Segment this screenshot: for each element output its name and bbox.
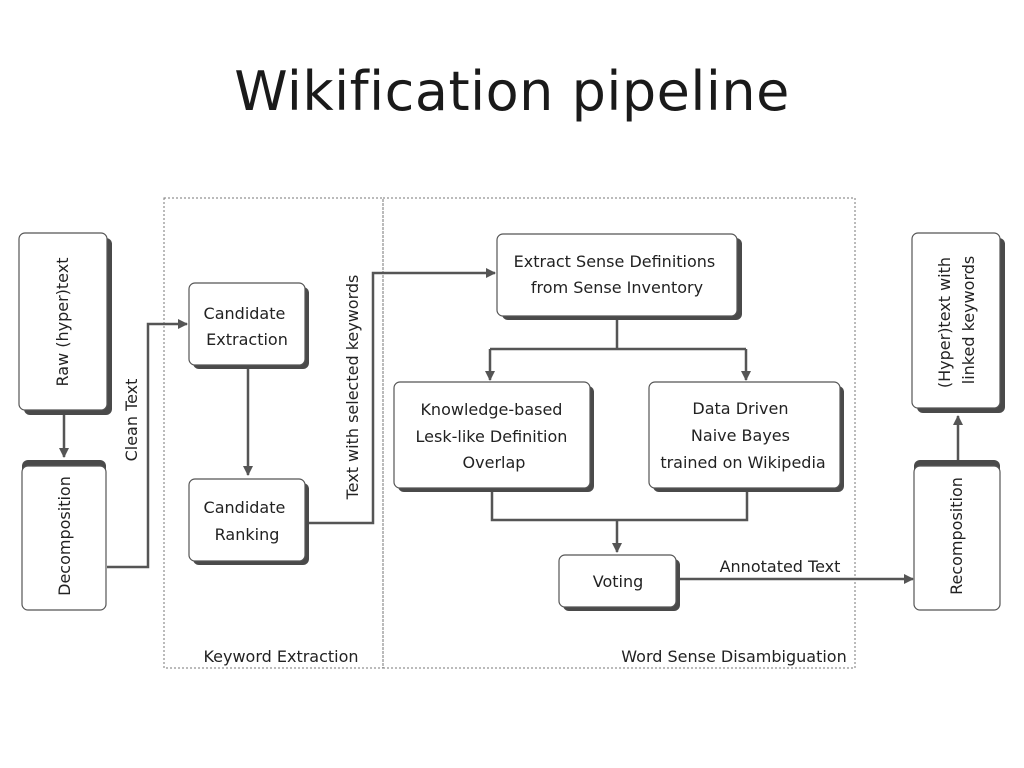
- candidate-ranking-node: Candidate Ranking: [188, 478, 309, 565]
- voting-label: Voting: [593, 572, 644, 591]
- svg-text:Extract Sense Definitions: Extract Sense Definitions from Sense Inv…: [514, 252, 721, 297]
- svg-text:Data Driven Naive Bayes: Data Driven Naive Bayes trained on Wikip…: [660, 399, 825, 472]
- raw-text-node: Raw (hyper)text: [18, 232, 112, 415]
- data-driven-line-2: Naive Bayes: [691, 426, 790, 445]
- knowledge-based-node: Knowledge-based Lesk-like Definition Ove…: [393, 381, 594, 492]
- data-driven-node: Data Driven Naive Bayes trained on Wikip…: [648, 381, 844, 492]
- edge-merge: [490, 490, 749, 552]
- keyword-extraction-label: Keyword Extraction: [203, 647, 358, 666]
- knowledge-based-line-1: Knowledge-based: [420, 400, 562, 419]
- voting-node: Voting: [558, 554, 680, 611]
- svg-text:Knowledge-based Lesk-lik: Knowledge-based Lesk-like Definition Ove…: [416, 400, 573, 472]
- candidate-ranking-line-1: Candidate: [204, 498, 286, 517]
- word-sense-disambiguation-label: Word Sense Disambiguation: [621, 647, 846, 666]
- data-driven-line-3: trained on Wikipedia: [660, 453, 825, 472]
- candidate-extraction-line-2: Extraction: [206, 330, 288, 349]
- linked-text-line-2: linked keywords: [959, 256, 978, 384]
- extract-sense-node: Extract Sense Definitions from Sense Inv…: [496, 233, 742, 320]
- data-driven-line-1: Data Driven: [692, 399, 788, 418]
- svg-text:(Hyper)text with linked: (Hyper)text with linked keywords: [935, 252, 978, 388]
- annotated-text-label: Annotated Text: [720, 557, 841, 576]
- linked-text-node: (Hyper)text with linked keywords: [911, 232, 1005, 413]
- linked-text-line-1: (Hyper)text with: [935, 257, 954, 388]
- recomposition-node: Recomposition: [913, 460, 1001, 611]
- edge-sense-split: [490, 318, 746, 351]
- knowledge-based-line-3: Overlap: [463, 453, 526, 472]
- svg-text:Candidate Extraction: Candidate Extraction: [204, 304, 291, 349]
- extract-sense-line-2: from Sense Inventory: [531, 278, 703, 297]
- page-title: Wikification pipeline: [234, 60, 790, 123]
- svg-text:Candidate Ranking: Candidate Ranking: [204, 498, 291, 544]
- candidate-extraction-line-1: Candidate: [204, 304, 286, 323]
- decomposition-label: Decomposition: [55, 476, 74, 596]
- clean-text-label: Clean Text: [122, 379, 141, 462]
- selected-keywords-label: Text with selected keywords: [343, 275, 362, 501]
- recomposition-label: Recomposition: [947, 477, 966, 595]
- knowledge-based-line-2: Lesk-like Definition: [416, 427, 568, 446]
- candidate-extraction-node: Candidate Extraction: [188, 282, 309, 369]
- decomposition-node: Decomposition: [21, 460, 107, 611]
- candidate-ranking-line-2: Ranking: [215, 525, 280, 544]
- edge-selected-keywords: [308, 268, 496, 525]
- extract-sense-line-1: Extract Sense Definitions: [514, 252, 716, 271]
- edge-clean-text: [107, 319, 188, 569]
- word-sense-disambiguation-group: [382, 197, 856, 669]
- raw-text-label: Raw (hyper)text: [53, 258, 72, 387]
